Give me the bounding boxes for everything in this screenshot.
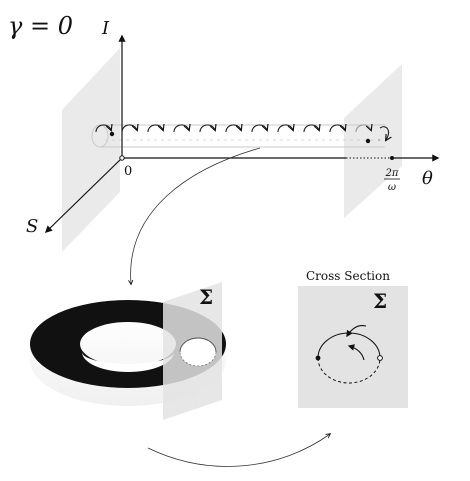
torus-inner-wall (82, 352, 174, 372)
start-point (109, 131, 115, 137)
axis-S-label: S (26, 216, 38, 237)
cross-section-title: Cross Section (306, 269, 390, 283)
return-point (365, 138, 371, 144)
projection-arrow (147, 434, 330, 467)
section-plane-right (344, 64, 402, 218)
gamma-label: γ = 0 (8, 12, 73, 40)
cross-section-flow-arrow-outer (346, 324, 367, 338)
period-label: 2π ω (384, 168, 400, 193)
period-point (390, 156, 394, 160)
origin-label: 0 (124, 164, 132, 179)
torus-sigma-label: Σ (199, 285, 213, 309)
section-plane-left (62, 48, 120, 252)
mapping-arrow (131, 147, 261, 284)
svg-text:ω: ω (388, 182, 396, 193)
torus-figure: Σ (29, 282, 227, 420)
axis-S (44, 157, 123, 234)
cross-section-flow-arrow-inner (347, 344, 365, 361)
cross-section-start-point (315, 355, 321, 361)
axis-I-label: I (101, 18, 110, 39)
phase-space-figure: γ = 0 I S θ 0 2π ω (8, 12, 440, 252)
origin-point (119, 155, 125, 161)
cross-section-orbit-lower (317, 357, 381, 384)
cross-section-sigma-label: Σ (373, 289, 387, 313)
cross-section-figure: Cross Section Σ (298, 269, 408, 408)
svg-text:2π: 2π (385, 168, 399, 179)
axis-theta-label: θ (422, 168, 433, 189)
cross-section-end-point (377, 355, 383, 361)
